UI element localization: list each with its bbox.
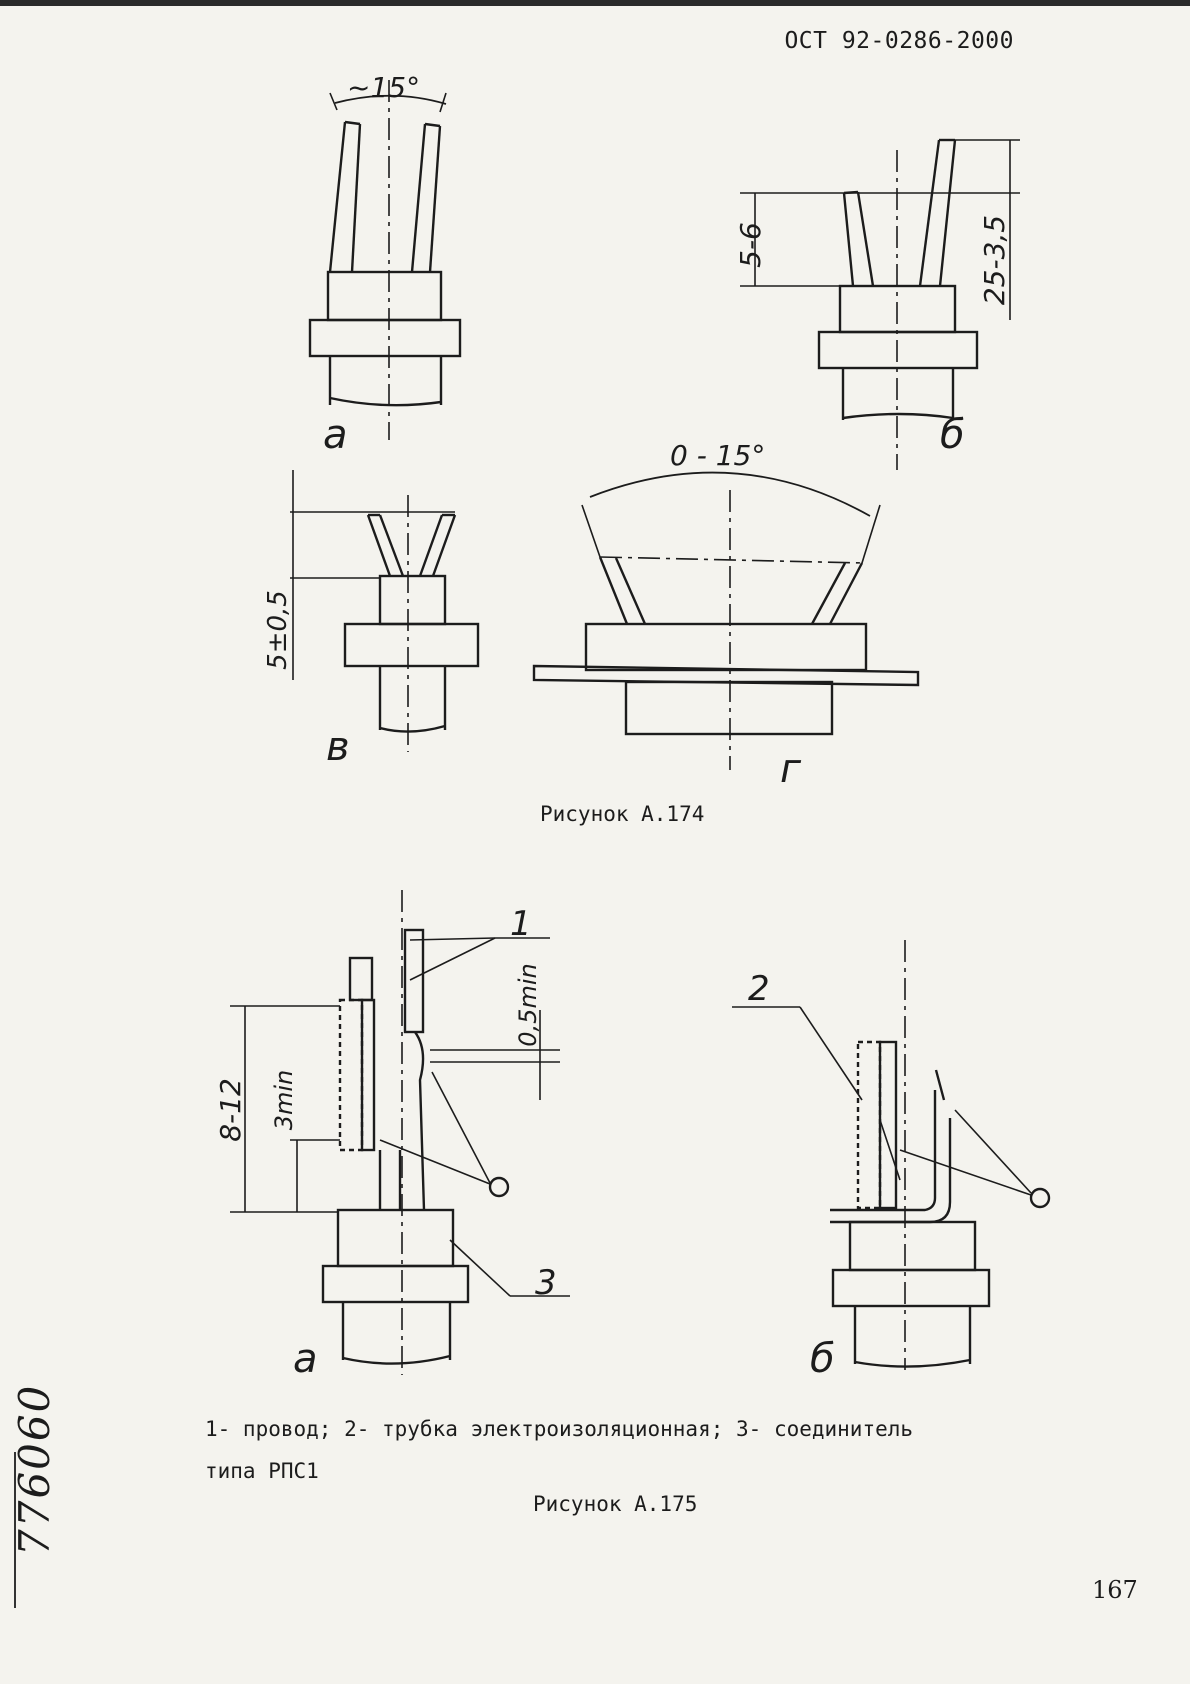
panel-label: в <box>326 724 350 770</box>
panel-label: а <box>323 412 348 458</box>
dim-label: 5±0,5 <box>263 590 293 670</box>
figure-175-panel-b: 2 б <box>732 940 1049 1382</box>
figure-174-caption: Рисунок А.174 <box>540 802 704 826</box>
dim-label: 0 - 15° <box>670 439 765 472</box>
figure-174-panel-c: 5±0,5 в <box>263 470 478 770</box>
dim-label: 25-3,5 <box>978 215 1011 305</box>
legend-line-2: типа РПС1 <box>205 1450 1025 1492</box>
dim-label: 0,5min <box>514 963 542 1046</box>
legend-line-1: 1- провод; 2- трубка электроизоляционная… <box>205 1408 1025 1450</box>
figure-175-caption: Рисунок А.175 <box>533 1492 697 1516</box>
dim-label: ~15° <box>347 71 420 104</box>
dim-label: 3min <box>270 1070 298 1131</box>
panel-label: г <box>780 746 802 792</box>
figure-174-panel-b: 5-6 25-3,5 б <box>734 140 1020 470</box>
figure-174-panel-a: ~15° а <box>310 71 460 458</box>
callout-number: 1 <box>510 904 532 944</box>
callout-number: 2 <box>748 969 770 1009</box>
figure-174-panel-d: 0 - 15° г <box>534 439 918 792</box>
figure-175-legend: 1- провод; 2- трубка электроизоляционная… <box>205 1408 1025 1492</box>
panel-label: б <box>940 412 965 458</box>
figure-175-panel-a: 8-12 3min 0,5min 1 3 а <box>214 890 570 1382</box>
page-number: 167 <box>1092 1576 1138 1604</box>
dim-label: 8-12 <box>214 1078 247 1142</box>
callout-number: 3 <box>535 1263 557 1303</box>
panel-label: б <box>810 1336 835 1382</box>
dim-label: 5-6 <box>734 222 767 268</box>
panel-label: а <box>293 1336 318 1382</box>
archive-stamp: 776060 <box>10 1384 59 1556</box>
